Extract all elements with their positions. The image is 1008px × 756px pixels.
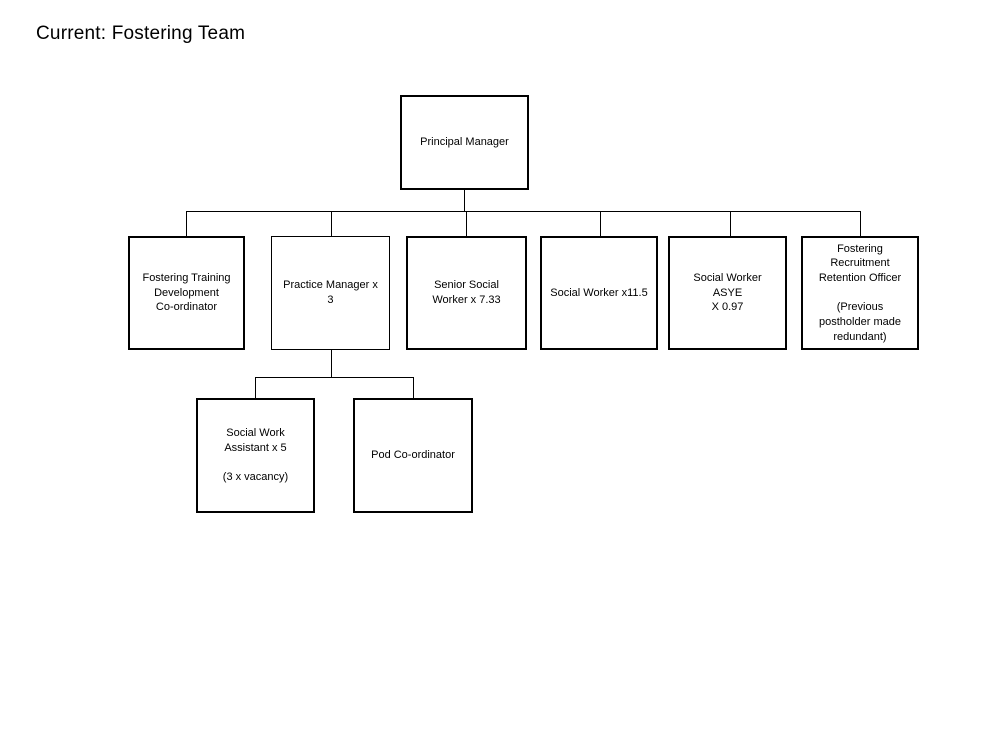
connector-drop-social-worker bbox=[600, 211, 601, 236]
connector-drop-social-work-assistant bbox=[255, 377, 256, 398]
org-node-social-work-assistant: Social Work Assistant x 5 (3 x vacancy) bbox=[196, 398, 315, 513]
org-node-fostering-training-development-coordinator: Fostering Training Development Co-ordina… bbox=[128, 236, 245, 350]
connector-practice-manager-stem bbox=[331, 350, 332, 377]
connector-drop-practice-manager bbox=[331, 211, 332, 236]
org-node-senior-social-worker: Senior Social Worker x 7.33 bbox=[406, 236, 527, 350]
org-node-social-worker: Social Worker x11.5 bbox=[540, 236, 658, 350]
connector-drop-senior-social-worker bbox=[466, 211, 467, 236]
org-node-social-worker-asye: Social Worker ASYE X 0.97 bbox=[668, 236, 787, 350]
org-node-principal-manager: Principal Manager bbox=[400, 95, 529, 190]
connector-drop-fostering-recruitment bbox=[860, 211, 861, 236]
page-title: Current: Fostering Team bbox=[36, 23, 246, 44]
connector-root-stem bbox=[464, 190, 465, 211]
connector-drop-pod-coordinator bbox=[413, 377, 414, 398]
connector-drop-fostering-training bbox=[186, 211, 187, 236]
connector-level3-bus bbox=[255, 377, 414, 378]
org-node-fostering-recruitment-retention-officer: Fostering Recruitment Retention Officer … bbox=[801, 236, 919, 350]
connector-level2-bus bbox=[186, 211, 861, 212]
org-node-pod-coordinator: Pod Co-ordinator bbox=[353, 398, 473, 513]
connector-drop-social-worker-asye bbox=[730, 211, 731, 236]
org-node-practice-manager: Practice Manager x 3 bbox=[271, 236, 390, 350]
